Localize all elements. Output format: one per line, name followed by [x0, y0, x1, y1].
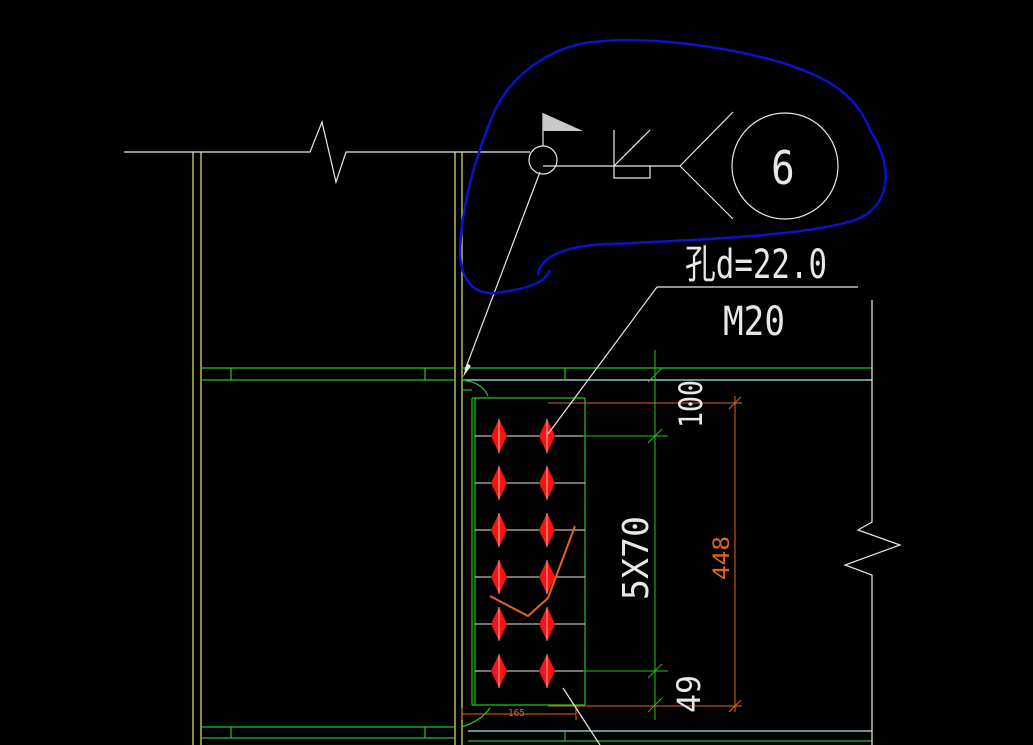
beam-break-line — [843, 300, 902, 745]
top-break-line — [124, 120, 530, 185]
weld-detail-number: 6 — [771, 142, 795, 196]
connection-plate — [461, 379, 586, 728]
bolt-size-note: M20 — [723, 299, 785, 345]
revision-cloud-markup — [458, 38, 887, 295]
dim-plate-width: 165 — [508, 708, 525, 719]
dim-bolt-spacing: 5X70 — [616, 516, 657, 600]
drawing-text: 6 孔d=22.0 M20 100 5X70 49 448 165 — [508, 142, 827, 719]
dim-top-edge: 100 — [672, 380, 710, 428]
column-stiffeners — [201, 367, 455, 739]
bolt-group — [491, 419, 555, 688]
field-weld-flag-icon — [543, 113, 583, 131]
dimension-lines — [583, 350, 668, 720]
total-height-dimension — [461, 396, 742, 720]
beam-flanges — [462, 367, 872, 742]
leader-arrowhead — [463, 363, 471, 377]
dim-bottom-edge: 49 — [670, 675, 708, 713]
bolt-gridlines — [475, 435, 585, 672]
dim-total-height: 448 — [710, 536, 735, 580]
column-section — [192, 152, 463, 745]
bolt-hole-note: 孔d=22.0 — [685, 242, 827, 288]
weld-symbol — [464, 111, 858, 745]
